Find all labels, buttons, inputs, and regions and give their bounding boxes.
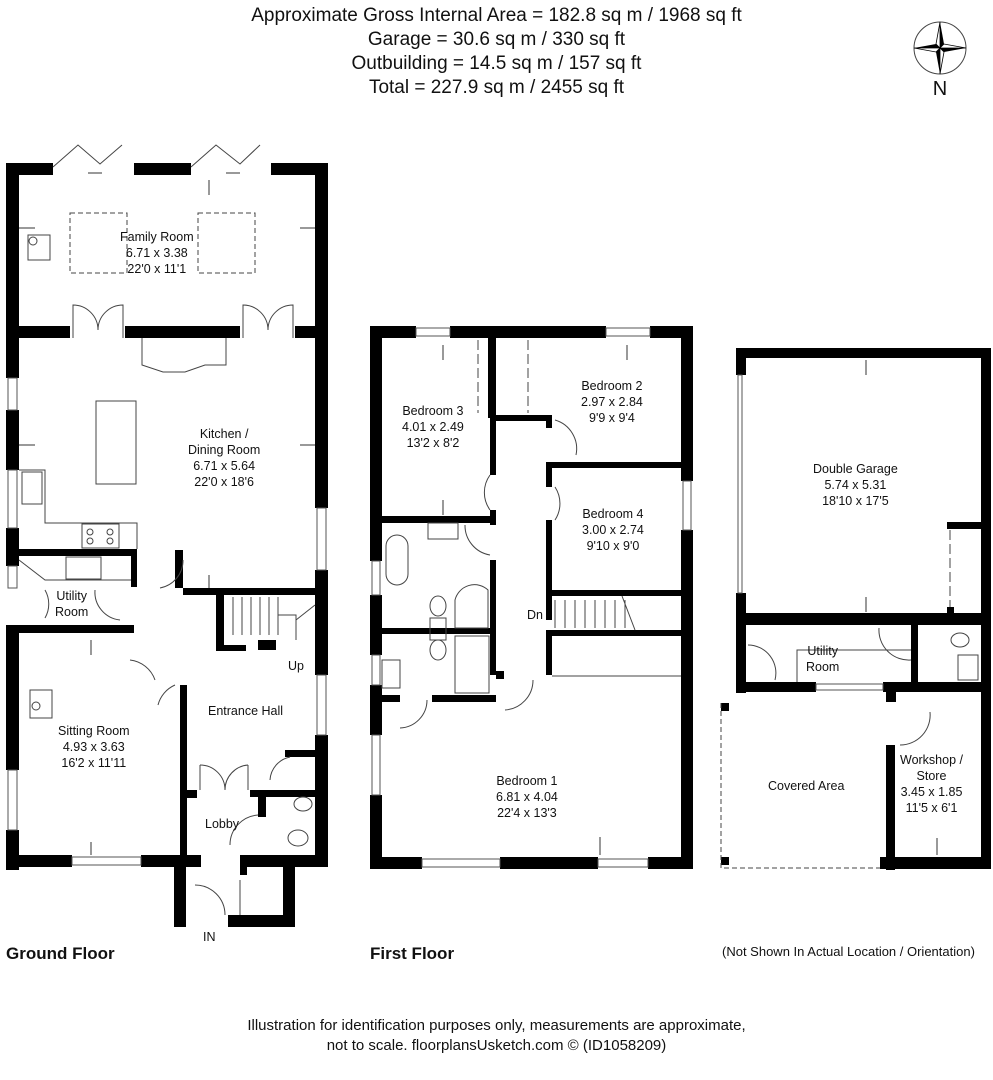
room-metric: 6.81 x 4.04	[496, 790, 558, 804]
room-covered-area: Covered Area	[768, 778, 844, 794]
room-workshop-store: Workshop / Store 3.45 x 1.85 11'5 x 6'1	[900, 752, 963, 816]
garage-area: Garage = 30.6 sq m / 330 sq ft	[367, 29, 626, 50]
compass-rose-icon	[913, 21, 967, 75]
room-metric: 3.45 x 1.85	[900, 785, 963, 799]
disclaimer: Illustration for identification purposes…	[0, 1016, 993, 1056]
outbuilding-area: Outbuilding = 14.5 sq m / 157 sq ft	[351, 53, 642, 74]
room-bedroom-1: Bedroom 1 6.81 x 4.04 22'4 x 13'3	[496, 773, 558, 821]
room-metric: 6.71 x 5.64	[193, 459, 256, 473]
room-metric: 6.71 x 3.38	[125, 246, 188, 260]
first-floor-title: First Floor	[370, 944, 455, 963]
room-bedroom-3: Bedroom 3 4.01 x 2.49 13'2 x 8'2	[402, 403, 464, 451]
room-name: Bedroom 2	[581, 379, 643, 393]
room-name-line2: Room	[55, 605, 89, 619]
room-imperial: 16'2 x 11'11	[61, 756, 127, 770]
room-imperial: 13'2 x 8'2	[406, 436, 460, 450]
ground-floor-title: Ground Floor	[6, 944, 115, 963]
room-name: Family Room	[120, 230, 194, 244]
room-name-line2: Room	[806, 660, 840, 674]
room-lobby: Lobby	[205, 816, 239, 832]
room-imperial: 9'9 x 9'4	[589, 411, 635, 425]
room-family-room: Family Room 6.71 x 3.38 22'0 x 11'1	[120, 229, 194, 277]
total-area: Total = 227.9 sq m / 2455 sq ft	[368, 77, 625, 98]
room-name: Workshop /	[900, 753, 963, 767]
room-metric: 3.00 x 2.74	[582, 523, 644, 537]
room-imperial: 9'10 x 9'0	[586, 539, 640, 553]
area-summary: Approximate Gross Internal Area = 182.8 …	[0, 4, 993, 100]
room-name: Bedroom 1	[496, 774, 558, 788]
room-name: Sitting Room	[58, 724, 130, 738]
room-imperial: 11'5 x 6'1	[905, 801, 958, 815]
room-entrance-hall: Entrance Hall	[208, 703, 283, 719]
room-name-line2: Store	[916, 769, 947, 783]
room-name: Utility	[56, 589, 87, 603]
room-name-line2: Dining Room	[188, 443, 261, 457]
room-utility: Utility Room	[55, 588, 88, 620]
room-name: Kitchen /	[199, 427, 249, 441]
room-kitchen-dining: Kitchen / Dining Room 6.71 x 5.64 22'0 x…	[188, 426, 260, 490]
disclaimer-line-2: not to scale. floorplansUsketch.com © (I…	[326, 1037, 667, 1054]
room-name: Lobby	[205, 817, 240, 831]
room-sitting-room: Sitting Room 4.93 x 3.63 16'2 x 11'11	[58, 723, 130, 771]
room-name: Entrance Hall	[208, 704, 284, 718]
location-note: (Not Shown In Actual Location / Orientat…	[722, 944, 975, 959]
room-metric: 5.74 x 5.31	[824, 478, 887, 492]
room-imperial: 22'4 x 13'3	[497, 806, 557, 820]
room-imperial: 22'0 x 18'6	[194, 475, 254, 489]
room-name: Bedroom 3	[402, 404, 464, 418]
room-metric: 2.97 x 2.84	[581, 395, 643, 409]
room-imperial: 18'10 x 17'5	[822, 494, 889, 508]
room-outbuilding-utility: Utility Room	[806, 643, 839, 675]
stairs-down-label: Dn	[527, 608, 543, 622]
room-name: Double Garage	[813, 462, 898, 476]
north-label: N	[932, 78, 948, 100]
room-metric: 4.93 x 3.63	[62, 740, 125, 754]
compass: N	[910, 18, 970, 102]
room-double-garage: Double Garage 5.74 x 5.31 18'10 x 17'5	[813, 461, 898, 509]
room-imperial: 22'0 x 11'1	[127, 262, 187, 276]
room-bedroom-2: Bedroom 2 2.97 x 2.84 9'9 x 9'4	[581, 378, 643, 426]
room-bedroom-4: Bedroom 4 3.00 x 2.74 9'10 x 9'0	[582, 506, 644, 554]
room-metric: 4.01 x 2.49	[402, 420, 464, 434]
stairs-up-label: Up	[288, 659, 304, 673]
gross-internal-area: Approximate Gross Internal Area = 182.8 …	[251, 5, 742, 26]
entry-label: IN	[203, 930, 216, 944]
room-name: Utility	[807, 644, 838, 658]
disclaimer-line-1: Illustration for identification purposes…	[247, 1017, 746, 1034]
room-name: Covered Area	[768, 779, 845, 793]
room-name: Bedroom 4	[582, 507, 644, 521]
